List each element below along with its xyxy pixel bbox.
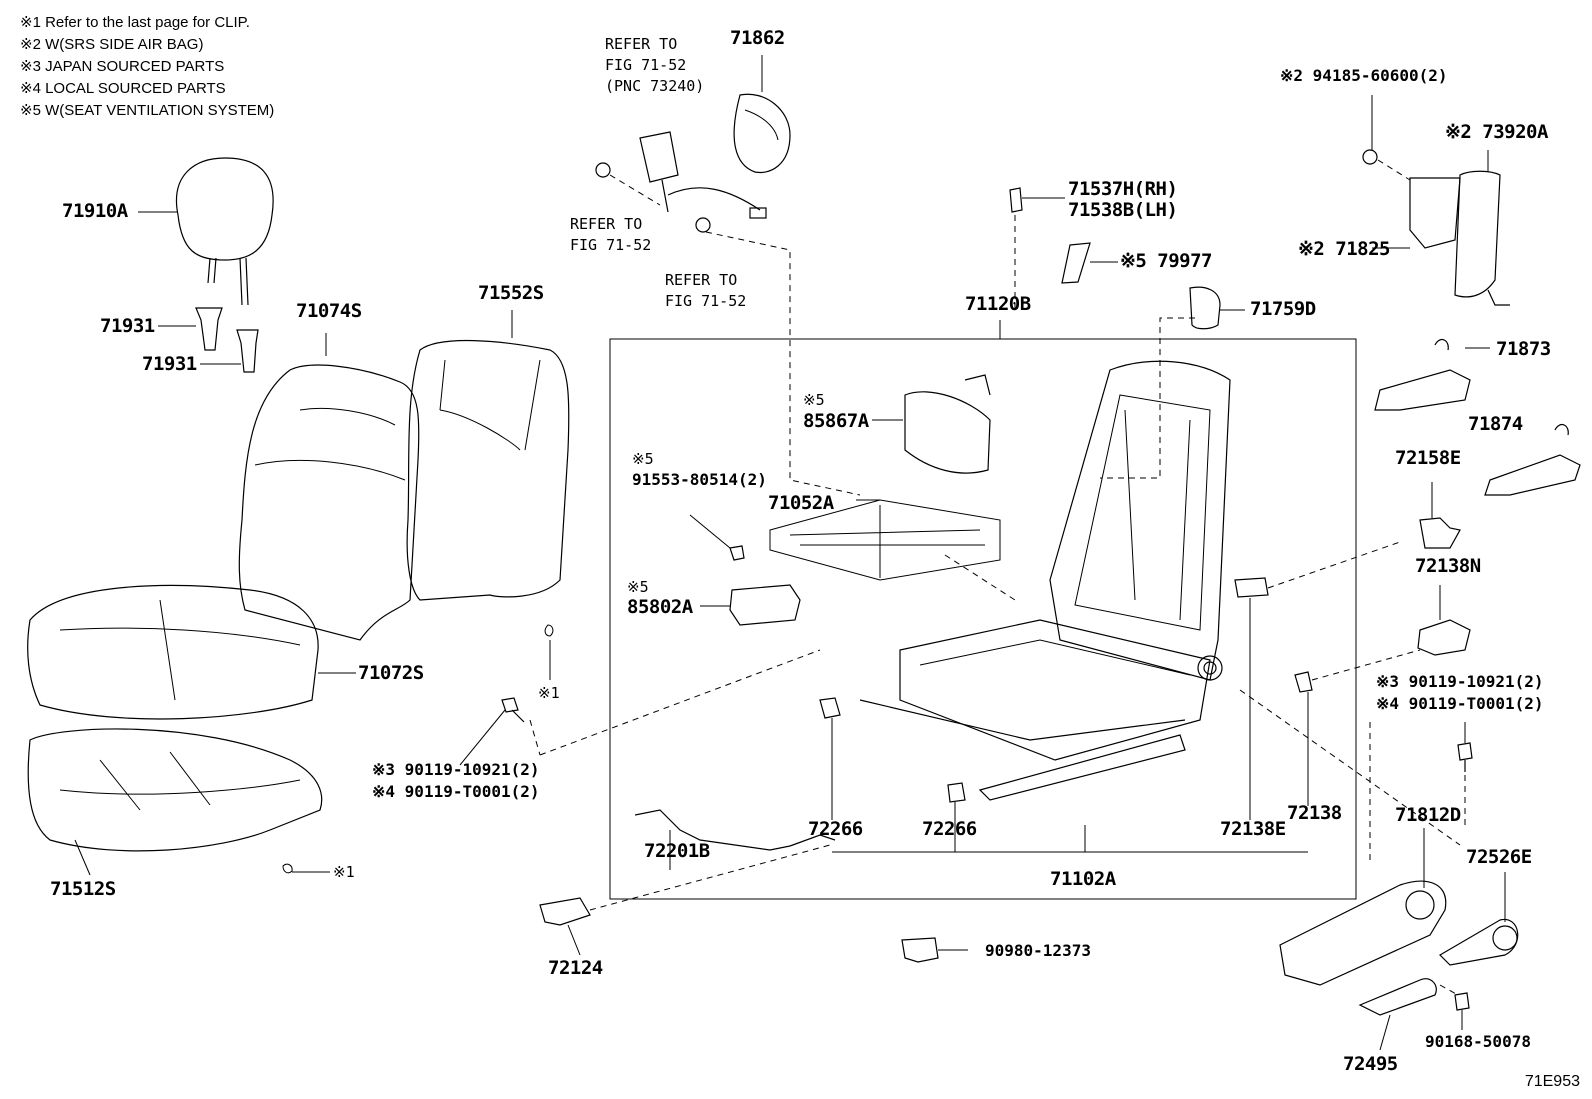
part-label-72158E[interactable]: 72158E	[1395, 447, 1461, 469]
bolt-left	[459, 649, 821, 766]
seat-spring	[769, 499, 1001, 581]
ventilation-note: ※5	[632, 450, 654, 468]
part-label-90168-50078[interactable]: 90168-50078	[1425, 1032, 1531, 1051]
part-label-72138E[interactable]: 72138E	[1220, 818, 1286, 840]
notes-legend: ※1 Refer to the last page for CLIP. ※2 W…	[20, 12, 274, 122]
part-label-71910A[interactable]: 71910A	[62, 200, 128, 222]
backboard-trim	[733, 55, 791, 174]
part-label-72201B[interactable]: 72201B	[644, 840, 710, 862]
seatback-pad	[406, 310, 570, 601]
part-label-71052A[interactable]: 71052A	[768, 492, 834, 514]
note-line: ※1 Refer to the last page for CLIP.	[20, 14, 250, 31]
ventilation-note: ※5	[803, 391, 825, 409]
seat-cushion-frame	[859, 619, 1223, 801]
part-label-71072S[interactable]: 71072S	[358, 662, 424, 684]
seatback-frame	[1049, 360, 1231, 681]
part-label-71931[interactable]: 71931	[100, 315, 155, 337]
assembly-frame	[609, 338, 1357, 900]
part-label-72266[interactable]: 72266	[922, 818, 977, 840]
seatback-cover	[238, 333, 420, 641]
seat-ventilation-duct	[872, 374, 991, 474]
part-label-71538B[interactable]: 71538B(LH)	[1068, 199, 1178, 221]
clip-note-1: ※1	[333, 863, 355, 881]
note-line: ※2 W(SRS SIDE AIR BAG)	[20, 36, 204, 53]
part-label-79977[interactable]: ※5 79977	[1120, 250, 1213, 272]
part-label-71825[interactable]: ※2 71825	[1298, 238, 1391, 260]
part-label-72266[interactable]: 72266	[808, 818, 863, 840]
part-label-71759D[interactable]: 71759D	[1250, 298, 1316, 320]
note-line: ※3 JAPAN SOURCED PARTS	[20, 58, 225, 75]
part-label-90119-10921[interactable]: ※3 90119-10921(2)	[372, 760, 540, 779]
headrest-support	[158, 307, 259, 373]
part-label-72124[interactable]: 72124	[548, 957, 603, 979]
part-label-72138[interactable]: 72138	[1287, 802, 1342, 824]
ref-clip-right: REFER TO FIG 71-52	[665, 271, 747, 310]
seat-cushion-pad	[27, 728, 323, 876]
part-label-72495[interactable]: 72495	[1343, 1053, 1398, 1075]
part-label-71931[interactable]: 71931	[142, 353, 197, 375]
headrest	[138, 157, 274, 306]
part-label-71812D[interactable]: 71812D	[1395, 804, 1461, 826]
ref-clip-left: REFER TO FIG 71-52	[570, 215, 652, 254]
ref-seatbelt: REFER TO FIG 71-52 (PNC 73240)	[605, 35, 705, 95]
part-label-71862[interactable]: 71862	[730, 27, 785, 49]
part-label-90119-10921[interactable]: ※3 90119-10921(2)	[1376, 672, 1544, 691]
part-label-71874[interactable]: 71874	[1468, 413, 1523, 435]
note-line: ※5 W(SEAT VENTILATION SYSTEM)	[20, 102, 275, 119]
seat-cushion-cover	[27, 584, 356, 720]
part-label-72138N[interactable]: 72138N	[1415, 555, 1481, 577]
part-label-71552S[interactable]: 71552S	[478, 282, 544, 304]
part-label-90119-T0001[interactable]: ※4 90119-T0001(2)	[1376, 694, 1544, 713]
part-label-90119-T0001[interactable]: ※4 90119-T0001(2)	[372, 782, 540, 801]
clip-note-1: ※1	[538, 684, 560, 702]
ventilation-note: ※5	[627, 578, 649, 596]
part-label-85867A[interactable]: 85867A	[803, 410, 869, 432]
figure-id: 71E953	[1524, 1073, 1580, 1090]
seatbelt-buckle	[595, 131, 767, 233]
part-label-91553-80514[interactable]: 91553-80514(2)	[632, 470, 767, 489]
seat-side-cover	[1279, 828, 1447, 986]
part-label-71537H[interactable]: 71537H(RH)	[1068, 178, 1178, 200]
part-label-73920A[interactable]: ※2 73920A	[1445, 121, 1548, 143]
part-label-71873[interactable]: 71873	[1496, 338, 1551, 360]
part-label-85802A[interactable]: 85802A	[627, 596, 693, 618]
part-label-71074S[interactable]: 71074S	[296, 300, 362, 322]
part-label-71102A[interactable]: 71102A	[1050, 868, 1116, 890]
part-label-72526E[interactable]: 72526E	[1466, 846, 1532, 868]
part-label-71512S[interactable]: 71512S	[50, 878, 116, 900]
part-label-94185-60600[interactable]: ※2 94185-60600(2)	[1280, 66, 1448, 85]
note-line: ※4 LOCAL SOURCED PARTS	[20, 80, 226, 97]
part-label-71120B[interactable]: 71120B	[965, 293, 1031, 315]
part-label-90980-12373[interactable]: 90980-12373	[985, 941, 1091, 960]
